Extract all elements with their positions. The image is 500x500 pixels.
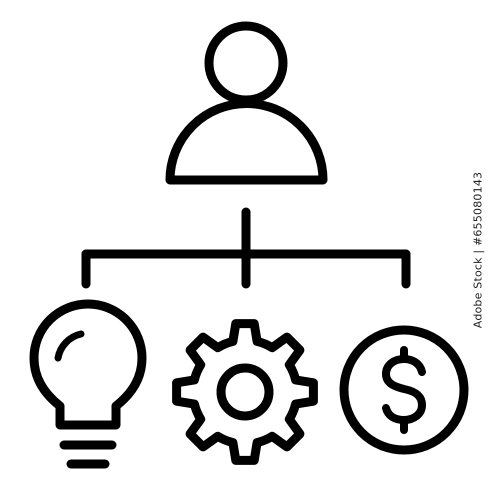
lightbulb-shine (54, 330, 85, 362)
gear-icon (172, 319, 318, 465)
dollar-sign (382, 355, 426, 424)
dollar-coin-icon (339, 325, 469, 455)
lightbulb-bulb (29, 299, 147, 430)
org-connector-lines (81, 207, 411, 289)
person-head (204, 21, 288, 105)
stock-id-watermark: Adobe Stock | #655080143 (471, 171, 485, 329)
lightbulb-icon (29, 299, 147, 469)
gear-hub (216, 363, 274, 421)
coin-outline (339, 325, 469, 455)
person-icon (165, 21, 328, 185)
person-body (165, 99, 328, 185)
gear-outline (172, 319, 318, 465)
